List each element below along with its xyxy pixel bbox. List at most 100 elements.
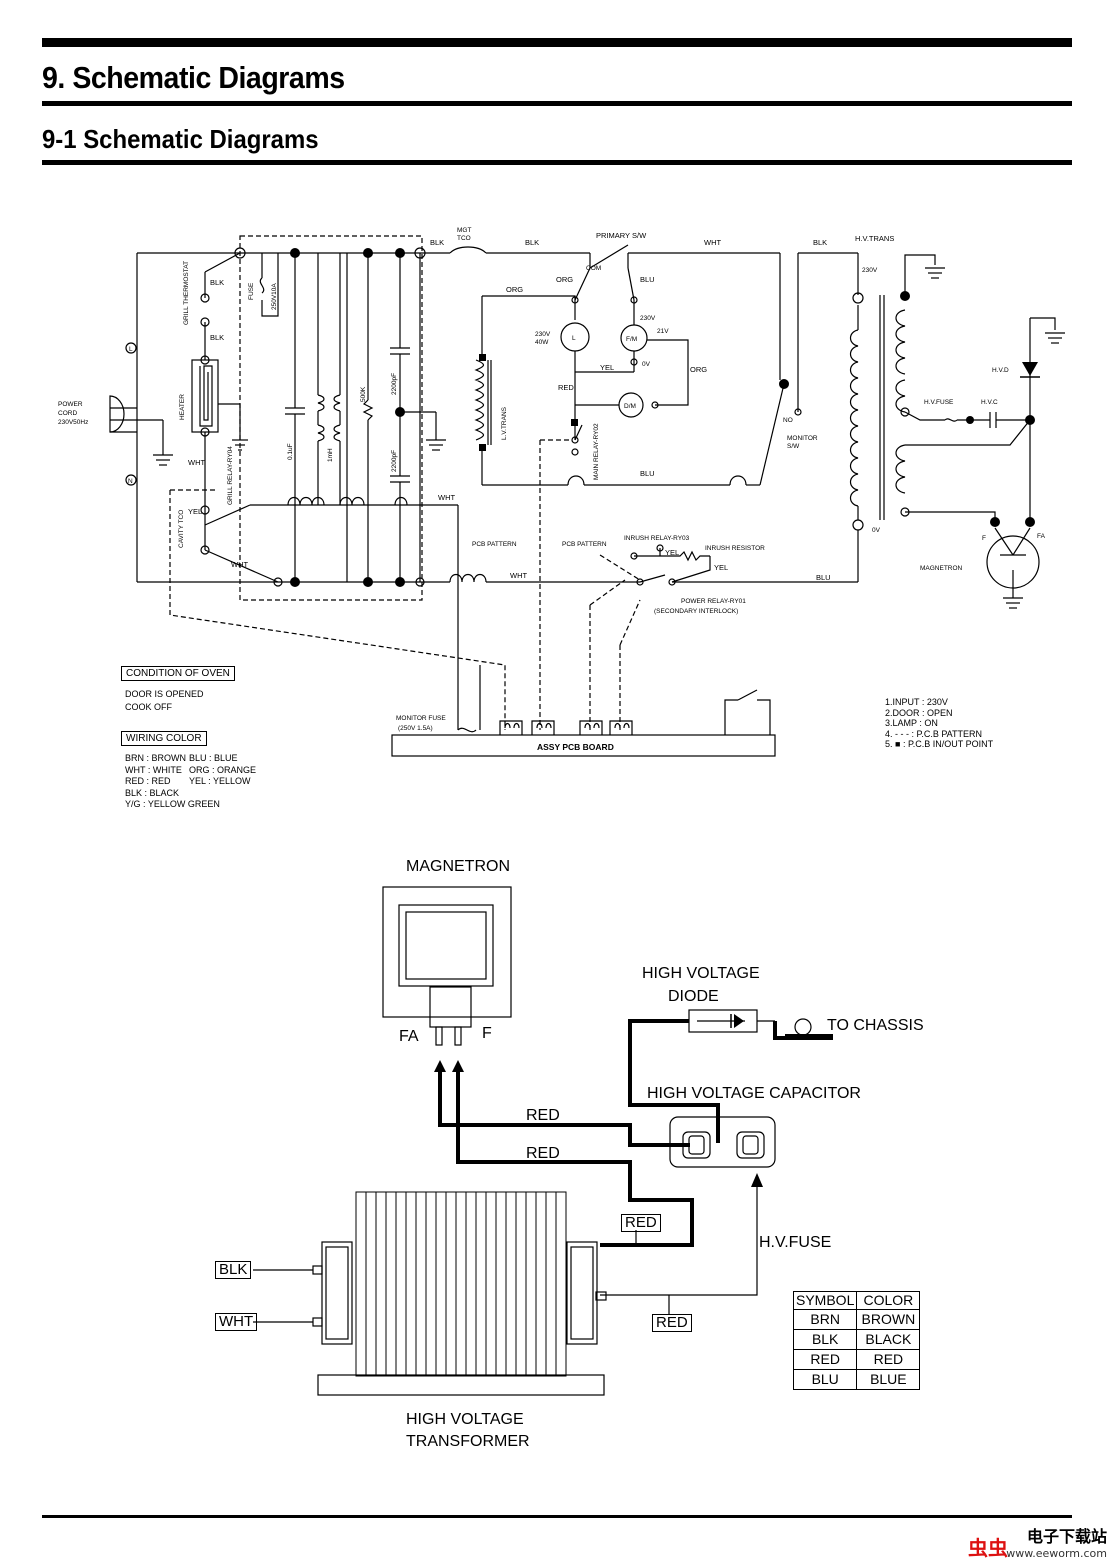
wd-fa: FA <box>399 1028 419 1045</box>
label-pcb-pattern-1: PCB PATTERN <box>472 541 517 548</box>
label-f-sch: F <box>982 535 986 542</box>
wd-hv-capacitor: HIGH VOLTAGE CAPACITOR <box>647 1085 861 1102</box>
table-header: SYMBOL <box>792 1291 858 1310</box>
label-blk-2: BLK <box>210 333 224 342</box>
label-wht-5: WHT <box>231 560 248 569</box>
label-magnetron-sch: MAGNETRON <box>920 565 963 572</box>
wd-transformer-1: HIGH VOLTAGE <box>406 1411 524 1428</box>
label-cap-2200-b: 2200pF <box>391 450 398 472</box>
symbol-color-table: SYMBOL COLOR BRN BROWN BLK BLACK RED RED… <box>792 1291 921 1390</box>
label-ind-1mh: 1mH <box>327 448 334 462</box>
wiring-entry: BLU : BLUE <box>189 753 238 763</box>
label-lamp: L <box>572 335 576 342</box>
label-dm: D/M <box>624 403 636 410</box>
wd-transformer-2: TRANSFORMER <box>406 1433 530 1450</box>
label-blk-5: BLK <box>813 238 827 247</box>
wd-to-chassis: TO CHASSIS <box>827 1017 924 1034</box>
label-lv-trans: L.V.TRANS <box>501 406 508 440</box>
label-hvc: H.V.C <box>981 399 998 406</box>
wiring-left: BRN : BROWN WHT : WHITE RED : RED BLK : … <box>125 753 220 811</box>
note: 3.LAMP : ON <box>885 718 938 728</box>
label-nn: N <box>128 478 133 485</box>
label-wht-2: WHT <box>188 458 205 467</box>
label-fa-sch: FA <box>1037 533 1046 540</box>
label-res-500k: 500K <box>360 386 367 402</box>
label-yel-3: YEL <box>665 548 679 557</box>
wiring-entry: RED : RED <box>125 776 171 786</box>
wd-hv-diode-1: HIGH VOLTAGE <box>642 965 760 982</box>
label-yel-1: YEL <box>188 507 202 516</box>
wiring-entry: YEL : YELLOW <box>189 776 251 786</box>
label-ll: L <box>129 346 133 353</box>
label-wht-4: WHT <box>510 571 527 580</box>
table-cell: RED <box>856 1349 921 1370</box>
wd-magnetron: MAGNETRON <box>406 858 510 875</box>
condition-line: DOOR IS OPENED <box>125 689 204 699</box>
table-cell: BLK <box>792 1329 858 1350</box>
title-rule <box>42 101 1072 106</box>
label-fuse: FUSE <box>248 282 255 300</box>
label-wht-1: WHT <box>704 238 721 247</box>
wd-hv-diode-2: DIODE <box>668 988 719 1005</box>
label-blu-3: BLU <box>816 573 831 582</box>
note: 5. ■ : P.C.B IN/OUT POINT <box>885 739 994 749</box>
label-blu-1: BLU <box>640 275 655 284</box>
label-sw-com: COM <box>586 265 601 272</box>
table-cell: RED <box>792 1349 858 1370</box>
label-21v: 21V <box>657 328 669 335</box>
table-cell: BLACK <box>856 1329 921 1350</box>
section-title: 9. Schematic Diagrams <box>42 60 345 95</box>
note: 4. - - - : P.C.B PATTERN <box>885 728 983 739</box>
table-header: COLOR <box>856 1291 921 1310</box>
label-cavity-tco: CAVITY TCO <box>178 510 185 548</box>
wd-wht-tag: WHT <box>215 1313 258 1331</box>
label-cap-01: 0.1uF <box>287 443 294 460</box>
schematic-labels: BLK BLK BLK BLK BLK WHT WHT WHT WHT WHT … <box>128 227 1046 752</box>
top-rule <box>42 38 1072 47</box>
label-org-1: ORG <box>506 285 523 294</box>
label-cap-2200-a: 2200pF <box>391 373 398 395</box>
label-monitor-fuse-rating: (250V 1.5A) <box>398 725 433 732</box>
wiring-entry: ORG : ORANGE <box>189 764 257 775</box>
subtitle-rule <box>42 160 1072 165</box>
wd-red-1: RED <box>526 1107 560 1124</box>
label-hvd: H.V.D <box>992 367 1009 374</box>
note: 1.INPUT : 230V <box>885 697 948 707</box>
wiring-entry: BRN : BROWN <box>125 753 187 763</box>
label-heater: HEATER <box>179 394 186 420</box>
label-red-1: RED <box>558 383 574 392</box>
label-0v-fm: 0V <box>642 361 651 368</box>
label-yel-4: YEL <box>714 563 728 572</box>
table-cell: BLUE <box>856 1369 921 1390</box>
table-cell: BROWN <box>856 1309 921 1330</box>
label-fuse-rating: 250V10A <box>271 283 278 310</box>
label-org-2: ORG <box>556 275 573 284</box>
wd-red-tag-4: RED <box>652 1314 692 1332</box>
label-wht-3: WHT <box>438 493 455 502</box>
wd-blk-tag: BLK <box>215 1261 252 1279</box>
label-secondary-interlock: (SECONDARY INTERLOCK) <box>654 608 738 615</box>
wiring-color-box: WIRING COLOR <box>121 731 207 746</box>
label-blk-1: BLK <box>210 278 224 287</box>
label-230v: 230V <box>640 315 656 322</box>
wd-red-2: RED <box>526 1145 560 1162</box>
label-primary-sw: PRIMARY S/W <box>596 231 647 240</box>
condition-line: COOK OFF <box>125 702 172 712</box>
wd-f: F <box>482 1025 492 1042</box>
table-cell: BLU <box>792 1369 858 1390</box>
wd-red-tag-3: RED <box>621 1214 661 1232</box>
wiring-entry: Y/G : YELLOW GREEN <box>125 799 220 809</box>
label-blu-2: BLU <box>640 469 655 478</box>
label-grill-thermostat: GRILL THERMOSTAT <box>183 261 190 325</box>
label-org-3: ORG <box>690 365 707 374</box>
label-0v: 0V <box>872 527 881 534</box>
label-230v-top: 230V <box>862 267 878 274</box>
label-inrush-resistor: INRUSH RESISTOR <box>705 545 765 552</box>
watermark: 电子下载站 www.eeworm.com <box>1006 1523 1107 1560</box>
label-inrush-relay: INRUSH RELAY-RY03 <box>624 535 690 542</box>
